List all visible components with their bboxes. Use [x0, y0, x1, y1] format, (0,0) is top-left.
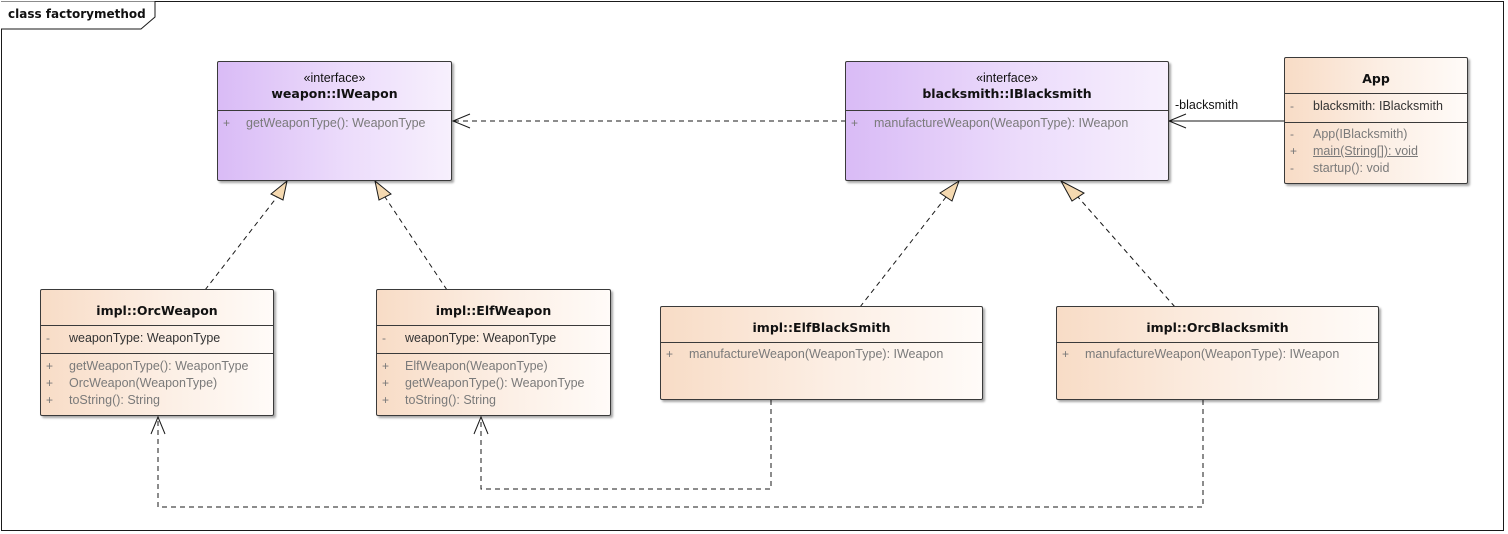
operation: - startup(): void [1290, 161, 1390, 175]
frame-title-tab [1, 1, 156, 30]
association-role-label: -blacksmith [1175, 98, 1239, 112]
operation: + manufactureWeapon(WeaponType): IWeapon [851, 116, 1129, 130]
class-elfweapon[interactable]: impl::ElfWeapon - weaponType: WeaponType… [376, 289, 611, 416]
dependency-arrowhead [451, 113, 471, 129]
class-name: impl::ElfBlackSmith [752, 320, 891, 335]
class-name: blacksmith::IBlacksmith [922, 86, 1092, 101]
class-orcblacksmith[interactable]: impl::OrcBlacksmith + manufactureWeapon(… [1056, 306, 1379, 400]
attribute: - weaponType: WeaponType [46, 331, 221, 345]
class-name: impl::ElfWeapon [435, 303, 552, 318]
dependency-arrowhead [473, 415, 489, 435]
class-iweapon[interactable]: «interface» weapon::IWeapon + getWeaponT… [217, 61, 452, 181]
dependency-orcblacksmith-orcweapon [157, 400, 1204, 508]
realization-arrowhead [939, 179, 960, 202]
class-name: App [1362, 71, 1390, 86]
dependency-elfblacksmith-elfweapon [480, 400, 772, 490]
operation: + ElfWeapon(WeaponType) [382, 359, 548, 373]
operation: - App(IBlacksmith) [1290, 127, 1408, 141]
realization-arrowhead [270, 179, 288, 201]
realization-arrowhead [374, 179, 392, 201]
operation: + main(String[]): void [1290, 144, 1418, 158]
class-orcweapon[interactable]: impl::OrcWeapon - weaponType: WeaponType… [40, 289, 274, 416]
operation: + getWeaponType(): WeaponType [46, 359, 249, 373]
realization-elfweapon-iweapon [384, 196, 448, 291]
class-name: impl::OrcWeapon [96, 303, 218, 318]
class-name: impl::OrcBlacksmith [1146, 320, 1289, 335]
class-elfblacksmith[interactable]: impl::ElfBlackSmith + manufactureWeapon(… [660, 306, 983, 400]
realization-arrowhead [1059, 179, 1085, 202]
operation: + manufactureWeapon(WeaponType): IWeapon [666, 347, 944, 361]
association-arrowhead [1167, 113, 1187, 129]
class-iblacksmith[interactable]: «interface» blacksmith::IBlacksmith + ma… [845, 61, 1169, 181]
operation: + OrcWeapon(WeaponType) [46, 376, 218, 390]
operation: + manufactureWeapon(WeaponType): IWeapon [1062, 347, 1340, 361]
operation: + toString(): String [382, 393, 497, 407]
dependency-arrowhead [150, 415, 166, 435]
operation: + toString(): String [46, 393, 161, 407]
class-name: weapon::IWeapon [271, 86, 398, 101]
realization-elfblacksmith-iblacksmith [859, 196, 947, 308]
class-app[interactable]: App - blacksmith: IBlacksmith - App(IBla… [1284, 57, 1468, 184]
realization-orcweapon-iweapon [204, 196, 278, 291]
operation: + getWeaponType(): WeaponType [223, 116, 426, 130]
frame-title: class factorymethod [8, 7, 146, 21]
attribute: - weaponType: WeaponType [382, 331, 557, 345]
stereotype: «interface» [976, 71, 1038, 85]
operation: + getWeaponType(): WeaponType [382, 376, 585, 390]
realization-orcblacksmith-iblacksmith [1077, 196, 1176, 308]
stereotype: «interface» [303, 71, 366, 85]
attribute: - blacksmith: IBlacksmith [1290, 99, 1443, 113]
